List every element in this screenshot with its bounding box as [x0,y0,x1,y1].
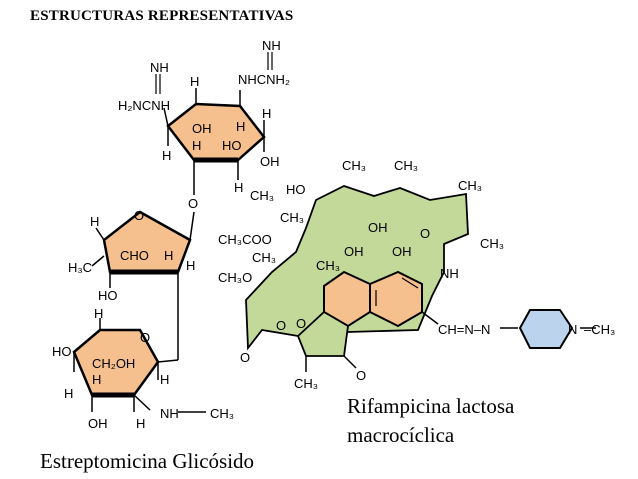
atom-label: HO [286,182,306,197]
atom-label: H₂NCNH [118,98,170,113]
atom-label: NH [262,38,281,53]
atom-label: CH₃ [480,236,504,251]
atom-label: H [234,180,243,195]
glucosamine-ring [72,305,206,413]
atom-label: NHCNH₂ [238,72,290,87]
atom-label: NH [150,60,169,75]
atom-label: H [262,106,271,121]
rifampicin-caption-line2: macrocíclica [347,423,455,447]
atom-label: H [162,148,171,163]
atom-label: CH₃O [218,270,252,285]
atom-label: HO [52,344,72,359]
atom-label: CH₂OH [92,356,135,371]
atom-label: CH₃COO [218,232,272,247]
atom-label: OH [260,154,280,169]
piperazine-ring [518,309,574,349]
naphthalene-core [323,270,423,328]
atom-label: H [160,372,169,387]
atom-label: OH [88,416,108,431]
rifampicin-caption-line1: Rifampicina lactosa [347,394,515,418]
streptose-ring-fill [102,210,192,274]
atom-label: H [90,214,99,229]
atom-label: –CH₃ [584,322,615,337]
atom-label: HO [222,138,242,153]
atom-label: CH₃ [250,188,274,203]
lactone-ring [296,310,349,357]
atom-label: NH [160,406,179,421]
atom-label: O [356,368,366,383]
atom-label: H [186,258,195,273]
figure-title: ESTRUCTURAS REPRESENTATIVAS [30,8,294,24]
atom-label: O [134,208,144,223]
atom-label: CH₃ [252,250,276,265]
streptidine-ring-fill [166,102,266,162]
atom-label: OH [192,121,212,136]
atom-label: CH₃ [394,158,418,173]
atom-label: CH₃ [294,376,318,391]
atom-label: OH [344,244,364,259]
streptidine-ring [155,52,273,195]
atom-label: O [296,316,306,331]
atom-label: HO [98,288,118,303]
atom-label: H [192,138,201,153]
atom-label: CHO [120,248,149,263]
atom-label: H [190,74,199,89]
atom-label: H₃C [68,260,92,275]
atom-label: OH [368,220,388,235]
atom-label: H [92,372,101,387]
atom-label: H [94,306,103,321]
atom-label: H [236,119,245,134]
atom-label: H [64,386,73,401]
streptomycin-caption: Estreptomicina Glicósido [40,449,255,473]
atom-label: CH₃ [210,406,234,421]
atom-label: O [240,350,250,365]
atom-label: CH=N–N [438,322,490,337]
atom-label: CH₃ [458,178,482,193]
piperazine-ring-fill [518,309,574,349]
atom-label: O [420,226,430,241]
atom-label: CH₃ [342,158,366,173]
atom-label: H [136,416,145,431]
atom-label: CH₃ [280,210,304,225]
atom-label: H [164,248,173,263]
atom-label: OH [392,244,412,259]
atom-label: N [568,322,577,337]
atom-label: O [188,196,198,211]
atom-label: NH [440,266,459,281]
atom-label: O [276,318,286,333]
atom-label: O [140,330,150,345]
streptose-ring [91,210,195,305]
atom-label: CH₃ [316,258,340,273]
